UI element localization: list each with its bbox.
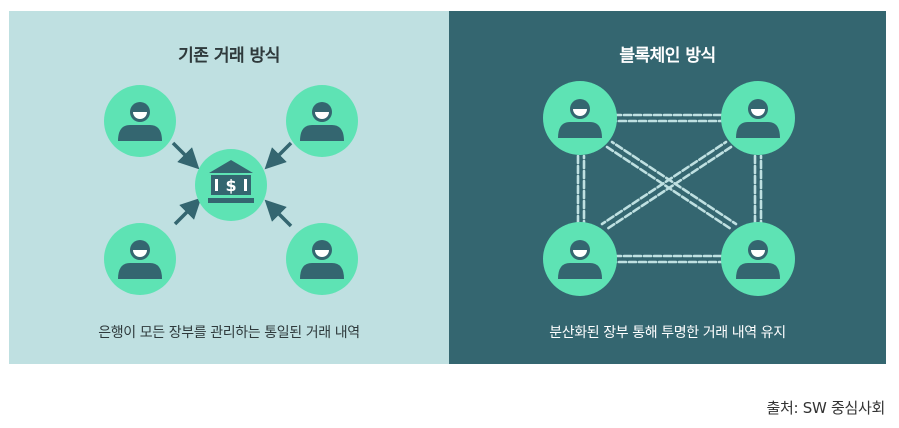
traditional-diagram: $ <box>104 85 358 295</box>
peer-node-bottom-left <box>543 222 617 296</box>
svg-text:$: $ <box>225 176 236 195</box>
user-node-top-right <box>286 85 358 157</box>
traditional-caption: 은행이 모든 장부를 관리하는 통일된 거래 내역 <box>98 325 360 341</box>
chain-link-icon <box>600 140 728 226</box>
arrow-bottom-right <box>264 199 293 228</box>
bank-node: $ <box>195 149 267 221</box>
chain-link-icon <box>610 140 738 226</box>
user-node-bottom-left <box>104 223 176 295</box>
traditional-title: 기존 거래 방식 <box>178 46 280 66</box>
blockchain-title: 블록체인 방식 <box>619 46 716 66</box>
blockchain-caption: 분산화된 장부 통해 투명한 거래 내역 유지 <box>549 325 786 341</box>
chain-link-icon <box>605 145 733 231</box>
traditional-panel: 기존 거래 방식 <box>9 11 449 364</box>
arrow-top-left <box>171 141 200 170</box>
peer-node-top-left <box>543 81 617 155</box>
source-credit: 출처: SW 중심사회 <box>766 399 886 417</box>
bank-dollar-icon: $ <box>208 160 254 203</box>
peer-node-top-right <box>721 81 795 155</box>
chain-links <box>576 113 763 264</box>
user-node-bottom-right <box>286 223 358 295</box>
blockchain-diagram <box>543 81 795 296</box>
peer-node-bottom-right <box>721 222 795 296</box>
arrow-bottom-left <box>173 197 202 226</box>
arrow-top-right <box>264 141 293 170</box>
user-node-top-left <box>104 85 176 157</box>
blockchain-panel: 블록체인 방식 <box>449 11 886 364</box>
